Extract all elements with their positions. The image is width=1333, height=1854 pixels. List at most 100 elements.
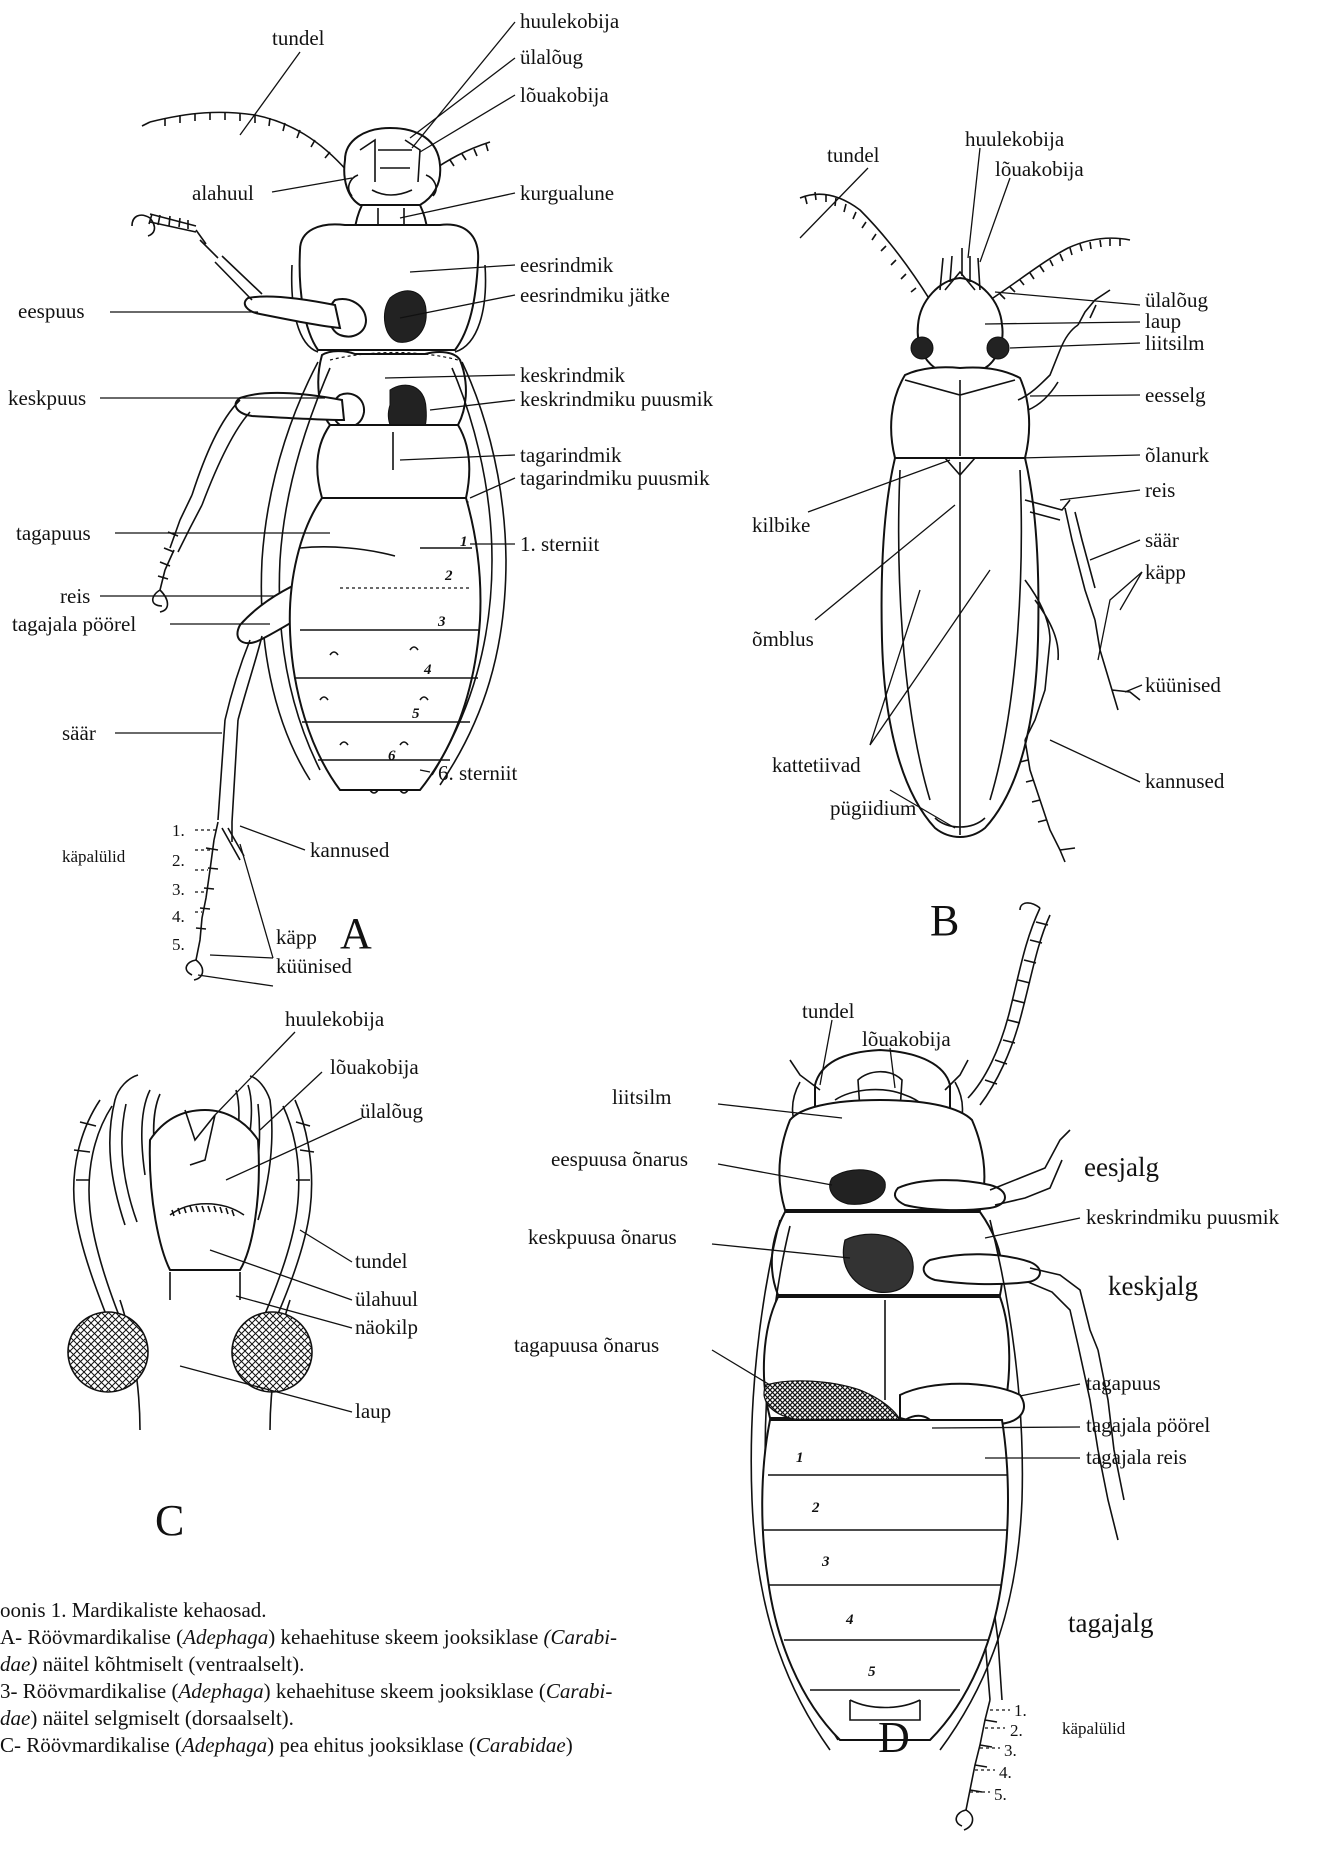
d-label-tagajala-poorel: tagajala pöörel	[1086, 1413, 1210, 1437]
caption-italic: dae	[0, 1706, 30, 1730]
a-mid-femur	[236, 393, 344, 420]
a-seg-3: 3	[437, 614, 446, 630]
a-label-sterniit-1: 1. sterniit	[520, 532, 599, 556]
d-label-eesjalg: eesjalg	[1084, 1152, 1159, 1182]
caption-italic: Carabi-	[546, 1679, 613, 1703]
a-figure-letter: A	[340, 909, 372, 958]
d-label-tagapuus: tagapuus	[1086, 1371, 1161, 1395]
figure-caption: oonis 1. Mardikaliste kehaosad. A- Röövm…	[0, 1597, 900, 1759]
d-label-keskpuusa-onarus: keskpuusa õnarus	[528, 1225, 677, 1249]
d-label-tagajala-reis: tagajala reis	[1086, 1445, 1187, 1469]
a-abdomen	[290, 498, 481, 790]
caption-text: ) kehaehituse skeem jooksiklase (	[264, 1679, 546, 1703]
d-label-louakobija: lõuakobija	[862, 1027, 951, 1051]
a-seg-4: 4	[423, 662, 432, 678]
a-label-tagapuus: tagapuus	[16, 521, 91, 545]
a-label-eesrindmiku-jatke: eesrindmiku jätke	[520, 283, 670, 307]
a-hind-tibia	[218, 720, 238, 822]
d-label-tagajalg: tagajalg	[1068, 1608, 1153, 1638]
a-label-ulalogu: ülalõug	[520, 45, 583, 69]
caption-text: ) pea ehitus jooksiklase (	[267, 1733, 476, 1757]
c-figure-letter: C	[155, 1496, 184, 1545]
c-label-louakobija: lõuakobija	[330, 1055, 419, 1079]
d-seg-1: 1	[796, 1450, 804, 1466]
d-seg-3: 3	[821, 1554, 830, 1570]
b-label-kilbike: kilbike	[752, 513, 810, 537]
d-tarsus-1: 1.	[1014, 1701, 1027, 1720]
a-label-kurgualune: kurgualune	[520, 181, 614, 205]
c-label-tundel: tundel	[355, 1249, 408, 1273]
caption-text: ) näitel selgmiselt (dorsaalselt).	[30, 1706, 294, 1730]
c-label-ulahuul: ülahuul	[355, 1287, 418, 1311]
c-label-naokilp: näokilp	[355, 1315, 418, 1339]
b-label-pugiidium: pügiidium	[830, 796, 916, 820]
d-label-kapalulid: käpalülid	[1062, 1719, 1126, 1738]
a-seg-2: 2	[444, 568, 453, 584]
a-label-kannused: kannused	[310, 838, 390, 862]
b-label-saar: säär	[1145, 528, 1179, 552]
a-label-tagarindmik: tagarindmik	[520, 443, 622, 467]
b-label-kannused: kannused	[1145, 769, 1225, 793]
c-label-huulekobija: huulekobija	[285, 1007, 385, 1031]
caption-italic: Adephaga	[178, 1679, 263, 1703]
caption-line-3: dae) näitel kõhtmiselt (ventraalselt).	[0, 1651, 900, 1678]
a-label-alahuul: alahuul	[192, 181, 254, 205]
caption-line-5: dae) näitel selgmiselt (dorsaalselt).	[0, 1705, 900, 1732]
a-tarsus-3: 3.	[172, 880, 185, 899]
b-label-liitsilm: liitsilm	[1145, 331, 1205, 355]
a-label-keskrindmiku-puusmik: keskrindmiku puusmik	[520, 387, 714, 411]
caption-italic: (Carabi-	[544, 1625, 618, 1649]
a-label-saar: säär	[62, 721, 96, 745]
d-label-eespuusa-onarus: eespuusa õnarus	[551, 1147, 688, 1171]
b-label-louakobija: lõuakobija	[995, 157, 1084, 181]
a-label-keskrindmik: keskrindmik	[520, 363, 625, 387]
b-eye-left	[911, 337, 933, 359]
caption-text: ) kehaehituse skeem jooksiklase	[268, 1625, 543, 1649]
b-label-kuunised: küünised	[1145, 673, 1221, 697]
c-head	[150, 1110, 259, 1270]
caption-text: )	[566, 1733, 573, 1757]
a-seg-5: 5	[412, 706, 420, 722]
figure-a: 1 2 3 4 5 6	[8, 9, 714, 986]
d-fore-coxal-cavity	[830, 1170, 886, 1205]
caption-italic: dae)	[0, 1652, 37, 1676]
a-tarsus-2: 2.	[172, 851, 185, 870]
caption-line-2: A- Röövmardikalise (Adephaga) kehaehitus…	[0, 1624, 900, 1651]
d-label-keskjalg: keskjalg	[1108, 1271, 1198, 1301]
b-antenna-left	[800, 194, 930, 300]
b-label-laup: laup	[1145, 309, 1181, 333]
caption-text: 3- Röövmardikalise (	[0, 1679, 178, 1703]
b-label-reis: reis	[1145, 478, 1175, 502]
a-seg-6: 6	[388, 748, 396, 764]
d-label-tagapuusa-onarus: tagapuusa õnarus	[514, 1333, 659, 1357]
d-fore-femur	[895, 1180, 1005, 1210]
b-label-kattetiivad: kattetiivad	[772, 753, 861, 777]
a-label-tagarindmiku-puusmik: tagarindmiku puusmik	[520, 466, 710, 490]
d-tarsus-2: 2.	[1010, 1721, 1023, 1740]
a-label-kapp: käpp	[276, 925, 317, 949]
a-label-sterniit-6: 6. sterniit	[438, 761, 517, 785]
b-label-huulekobija: huulekobija	[965, 127, 1065, 151]
d-tarsus-3: 3.	[1004, 1741, 1017, 1760]
a-label-keskpuus: keskpuus	[8, 386, 86, 410]
b-label-eesselg: eesselg	[1145, 383, 1206, 407]
c-label-ulalogu: ülalõug	[360, 1099, 423, 1123]
c-eye-right	[232, 1312, 312, 1392]
d-label-keskrindmiku-puusmik: keskrindmiku puusmik	[1086, 1205, 1280, 1229]
a-label-huulekobija: huulekobija	[520, 9, 620, 33]
a-tarsus-5: 5.	[172, 935, 185, 954]
a-label-reis: reis	[60, 584, 90, 608]
caption-italic: Adephaga	[182, 1733, 267, 1757]
caption-text: C- Röövmardikalise (	[0, 1733, 182, 1757]
b-label-olanurk: õlanurk	[1145, 443, 1210, 467]
caption-title: oonis 1. Mardikaliste kehaosad.	[0, 1598, 267, 1622]
a-head	[344, 128, 440, 205]
b-figure-letter: B	[930, 896, 959, 945]
caption-italic: Carabidae	[476, 1733, 566, 1757]
a-tarsus-1: 1.	[172, 821, 185, 840]
a-label-eesrindmik: eesrindmik	[520, 253, 614, 277]
figure-c: huulekobija lõuakobija ülalõug tundel ül…	[68, 1007, 423, 1545]
c-eye-left	[68, 1312, 148, 1392]
d-mid-femur	[924, 1254, 1040, 1284]
